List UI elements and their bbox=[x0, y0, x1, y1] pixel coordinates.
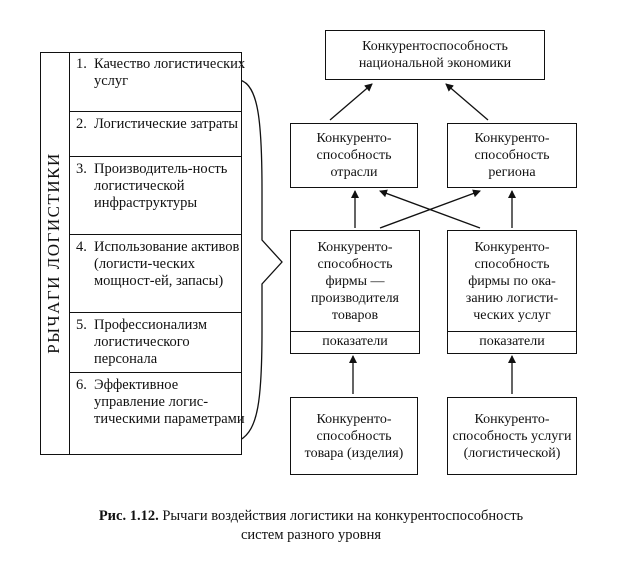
node-label-wrap: Конкуренто-способность фирмы — производи… bbox=[291, 231, 419, 331]
node-producer-firm: Конкуренто-способность фирмы — производи… bbox=[290, 230, 420, 354]
lever-item-4: 4. Использование активов (логисти-ческих… bbox=[70, 235, 242, 313]
lever-item-2: 2. Логистические затраты bbox=[70, 112, 242, 157]
node-national-economy: Конкурентоспособность национальной эконо… bbox=[325, 30, 545, 80]
lever-text: Производитель-ность логистической инфрас… bbox=[94, 161, 228, 211]
node-region: Конкуренто-способность региона bbox=[447, 123, 577, 188]
lever-number: 5. bbox=[76, 317, 87, 333]
levers-title: РЫЧАГИ ЛОГИСТИКИ bbox=[44, 152, 63, 354]
node-product: Конкуренто-способность товара (изделия) bbox=[290, 397, 418, 475]
lever-item-5: 5. Профессионализм логистического персон… bbox=[70, 313, 242, 373]
lever-number: 4. bbox=[76, 239, 87, 255]
lever-number: 1. bbox=[76, 56, 87, 72]
caption-text-1: Рычаги воздействия логистики на конкурен… bbox=[162, 508, 524, 524]
node-service: Конкуренто-способность услуги (логистиче… bbox=[447, 397, 577, 475]
node-label: Конкурентоспособность национальной эконо… bbox=[358, 39, 512, 71]
lever-text: Профессионализм логистического персонала bbox=[94, 317, 208, 367]
node-label: Конкуренто-способность товара (изделия) bbox=[304, 411, 404, 461]
lever-item-1: 1. Качество логистических услуг bbox=[70, 52, 245, 112]
arrow-region-to-national bbox=[445, 83, 489, 121]
caption-line-1: Рис. 1.12. Рычаги воздействия логистики … bbox=[20, 508, 602, 525]
levers-title-cell: РЫЧАГИ ЛОГИСТИКИ bbox=[40, 52, 70, 455]
levers-bracket-arrow bbox=[239, 79, 283, 441]
caption-label: Рис. 1.12. bbox=[98, 508, 159, 524]
lever-text: Использование активов (логисти-ческих мо… bbox=[94, 239, 240, 289]
lever-number: 2. bbox=[76, 116, 87, 132]
node-label: Конкуренто-способность отрасли bbox=[316, 131, 392, 180]
indicators-label: показатели bbox=[448, 331, 576, 353]
node-service-firm: Конкуренто-способность фирмы по ока-зани… bbox=[447, 230, 577, 354]
indicators-label: показатели bbox=[291, 331, 419, 353]
lever-text: Эффективное управление логис-тическими п… bbox=[94, 377, 245, 427]
node-label-wrap: Конкуренто-способность фирмы по ока-зани… bbox=[448, 231, 576, 331]
lever-item-6: 6. Эффективное управление логис-тическим… bbox=[70, 373, 245, 455]
arrow-service-to-industry bbox=[379, 189, 481, 229]
node-label: Конкуренто-способность региона bbox=[474, 131, 550, 180]
lever-number: 6. bbox=[76, 377, 87, 393]
node-label: Конкуренто-способность фирмы по ока-зани… bbox=[465, 239, 559, 323]
node-industry: Конкуренто-способность отрасли bbox=[290, 123, 418, 188]
node-label: Конкуренто-способность фирмы — производи… bbox=[311, 239, 399, 323]
lever-text: Логистические затраты bbox=[94, 116, 239, 132]
lever-number: 3. bbox=[76, 161, 87, 177]
levers-panel bbox=[40, 52, 242, 455]
figure-caption: Рис. 1.12. Рычаги воздействия логистики … bbox=[20, 508, 602, 544]
lever-item-3: 3. Производитель-ность логистической инф… bbox=[70, 157, 242, 235]
node-label: Конкуренто-способность услуги (логистиче… bbox=[452, 411, 572, 461]
caption-line-2: систем разного уровня bbox=[240, 527, 382, 543]
arrow-industry-to-national bbox=[329, 83, 373, 121]
lever-text: Качество логистических услуг bbox=[94, 56, 246, 89]
